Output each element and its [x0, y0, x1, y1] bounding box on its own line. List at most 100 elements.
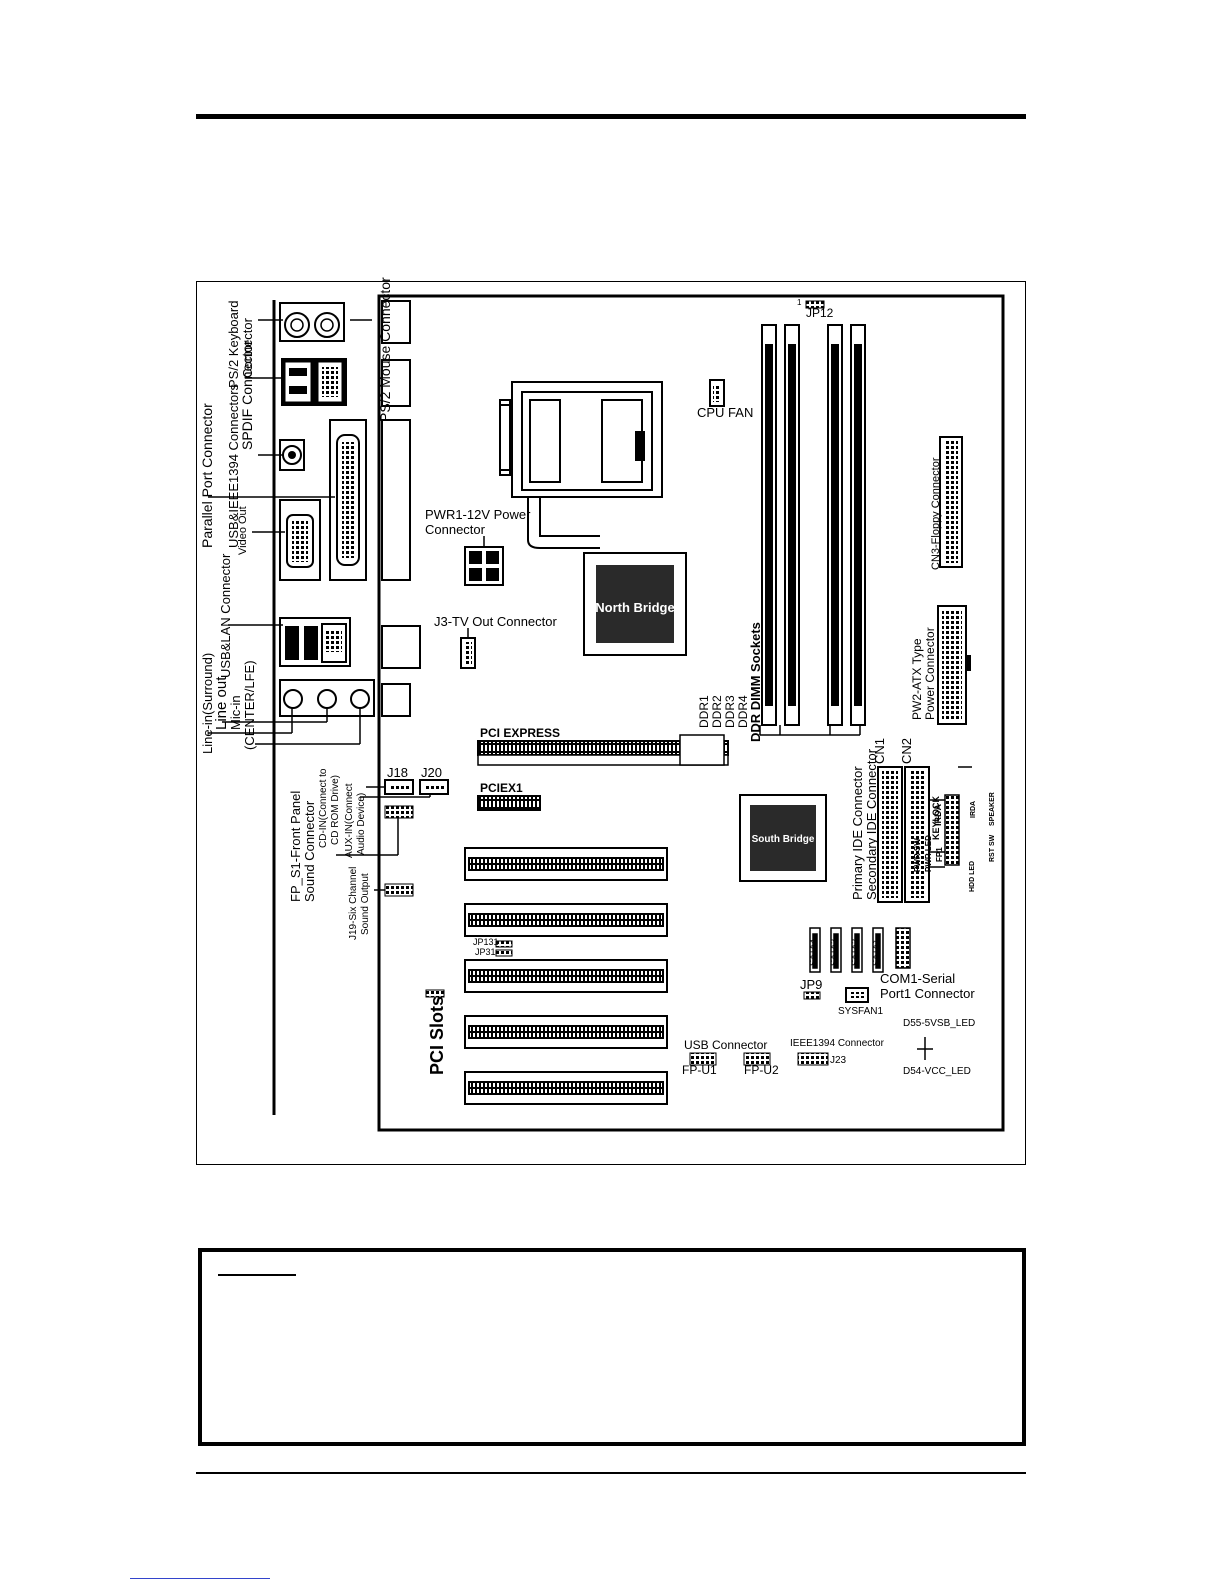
top-rule: [196, 114, 1026, 119]
jp131-jumper: [495, 940, 513, 948]
label-fp-s1-1: FP_S1-Front Panel: [288, 791, 303, 902]
com1-header: [895, 927, 911, 969]
footer-link-underline[interactable]: [130, 1578, 270, 1579]
label-fp-u1: FP-U1: [682, 1063, 717, 1077]
label-sata2: SATA2: [850, 939, 860, 966]
label-hdd-led: HDD LED: [969, 861, 976, 892]
label-fp1: FP1: [935, 847, 944, 862]
label-cn2: CN2: [899, 738, 914, 764]
ps2-ports: [279, 302, 345, 342]
label-north-bridge: North Bridge: [595, 600, 674, 615]
cpu-fan-header: [709, 379, 725, 407]
fp-u1-header: [689, 1052, 717, 1066]
vga-port: [279, 499, 321, 581]
j19-header: [384, 883, 414, 897]
label-d55: D55-5VSB_LED: [903, 1018, 975, 1029]
horizontal-labels: J18 J20 JP12 1 CPU FAN PWR1-12V Power Co…: [387, 298, 975, 1077]
label-ddr1: DDR1: [697, 695, 711, 728]
label-spdif: SPDIF Connector: [239, 340, 255, 450]
jp31-jumper: [495, 949, 513, 957]
pci-side-jumper: [425, 989, 445, 998]
cn2-secondary-ide: [904, 766, 930, 903]
label-jp131: JP131: [473, 937, 499, 947]
pwr1-connector: [464, 546, 504, 586]
note-box: [198, 1248, 1026, 1446]
label-pw2-1: PW2-ATX Type: [910, 638, 924, 720]
cn1-primary-ide: [877, 766, 903, 903]
diagram-frame: [196, 281, 1026, 1165]
label-ps2-keyboard-2: Connector: [240, 317, 255, 378]
label-fp-u2: FP-U2: [744, 1063, 779, 1077]
label-pci-express: PCI EXPRESS: [480, 726, 560, 740]
usb-ieee-ports: [281, 358, 347, 406]
j23-header: [797, 1052, 829, 1066]
label-j3-tv: J3-TV Out Connector: [434, 614, 557, 629]
label-keylock: KEYLOCK: [931, 795, 941, 840]
label-com1-1: COM1-Serial: [880, 971, 955, 986]
label-sata4: SATA4: [808, 939, 818, 966]
label-ddr-dimm: DDR DIMM Sockets: [748, 622, 763, 742]
south-bridge-chip: [739, 794, 827, 882]
cpu-socket: [499, 381, 663, 549]
fp-s1-header: [384, 805, 414, 819]
label-ps2-keyboard: PS/2 Keyboard: [226, 301, 241, 388]
label-usb-ieee: USB&IEEE1394 Connectors: [226, 383, 241, 548]
fp-u2-header: [743, 1052, 771, 1066]
label-usb-lan: USB&LAN Connector: [218, 553, 233, 678]
label-ps2-mouse: PS/2 Mouse Connector: [377, 277, 393, 422]
note-underline: [218, 1274, 296, 1276]
label-pwr-led: PWR LED: [924, 835, 933, 872]
bottom-rule: [196, 1472, 1026, 1474]
label-mic-in: Mic-in: [228, 695, 243, 730]
jp12-jumper: [805, 300, 825, 309]
label-j19-1: J19-Six Channel: [348, 867, 359, 940]
pciex1-slot: [477, 795, 541, 811]
board-outline: [377, 294, 1005, 1132]
label-pci-slots: PCI Slots: [427, 996, 447, 1075]
label-jp12: JP12: [806, 306, 834, 320]
label-usb-connector: USB Connector: [684, 1038, 767, 1052]
sysfan1-header: [845, 987, 869, 1003]
fp1-front-panel-header: [944, 794, 960, 866]
label-jp31: JP31: [475, 947, 496, 957]
dimm-sockets: [761, 324, 866, 726]
spdif-jack: [279, 439, 305, 471]
label-pw2-2: Power Connector: [923, 627, 937, 720]
label-sysfan1: SYSFAN1: [838, 1006, 883, 1017]
label-secondary-ide: Secondary IDE Connector: [864, 748, 879, 900]
label-parallel: Parallel Port Connector: [199, 403, 215, 548]
north-bridge-chip: [583, 552, 687, 656]
label-j23: J23: [830, 1055, 847, 1066]
label-jp12-pin1: 1: [797, 298, 802, 307]
label-pwr1-1: PWR1-12V Power: [425, 507, 531, 522]
j3-tv-out-header: [460, 637, 476, 669]
label-j18: J18: [387, 765, 408, 780]
label-ddr2: DDR2: [710, 695, 724, 728]
label-irda-small: IRDA: [970, 801, 977, 818]
label-center-lfe: (CENTER/LFE): [242, 660, 257, 750]
label-irda: IRDA: [933, 804, 943, 826]
label-aux-in-1: AUX-IN(Connect: [344, 783, 355, 858]
label-cpu-fan: CPU FAN: [697, 405, 753, 420]
j20-header: [419, 779, 449, 795]
label-jp9: JP9: [800, 977, 822, 992]
rear-connector-outlines: [381, 300, 421, 717]
label-pwr-sw: PWR SW: [913, 838, 922, 872]
label-ddr3: DDR3: [723, 695, 737, 728]
pci-express-slot: [477, 734, 729, 766]
pw2-atx-power-connector: [937, 605, 971, 725]
label-pciex1: PCIEX1: [480, 781, 523, 795]
usb-lan-port: [279, 617, 351, 667]
label-sata1: SATA1: [871, 939, 881, 966]
label-rst-sw: RST SW: [989, 834, 996, 862]
rotated-board-labels: DDR1 DDR2 DDR3 DDR4 DDR DIMM Sockets CN3…: [697, 457, 996, 966]
label-cn3-floppy: CN3-Floppy Connector: [930, 457, 942, 570]
label-aux-in-2: Audio Device): [356, 793, 367, 855]
label-j19-2: Sound Output: [360, 873, 371, 935]
leader-lines: [208, 319, 972, 1060]
label-ddr4: DDR4: [736, 695, 750, 728]
label-fp-s1-2: Sound Connector: [302, 800, 317, 902]
label-sata3: SATA3: [829, 939, 839, 966]
label-j20: J20: [421, 765, 442, 780]
